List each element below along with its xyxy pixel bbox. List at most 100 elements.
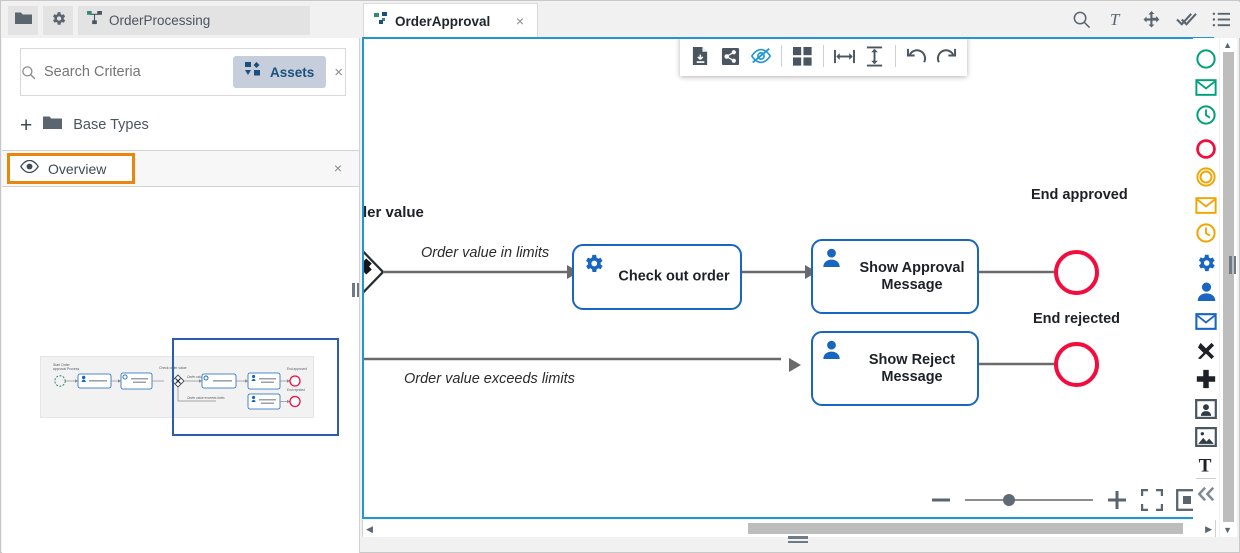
search-input[interactable] (36, 63, 233, 81)
task-show-reject-message[interactable]: Show Reject Message (811, 331, 979, 406)
overview-label: Overview (48, 160, 107, 177)
assets-filter-chip[interactable]: Assets (233, 56, 327, 88)
palette-intermediate-message-event-icon[interactable] (1193, 192, 1219, 218)
project-tab-orderprocessing[interactable]: OrderProcessing (78, 6, 310, 35)
user-task-icon (821, 247, 842, 273)
palette-parallel-gateway-icon[interactable] (1193, 366, 1219, 392)
flow-label-lower: Order value exceeds limits (404, 371, 575, 387)
svg-text:approval Process: approval Process (53, 367, 80, 371)
minimap-viewport-rect[interactable] (172, 338, 339, 436)
panel-splitter-handle[interactable] (351, 282, 360, 297)
top-toolbar: OrderProcessing OrderApproval × T (2, 2, 1240, 38)
scroll-down-icon[interactable]: ▼ (1223, 525, 1232, 535)
toolbar-divider-2 (823, 45, 824, 67)
undo-icon[interactable] (903, 42, 930, 70)
folder-icon (14, 11, 32, 30)
sidebar-item-overview[interactable]: Overview (7, 153, 135, 184)
palette-intermediate-event-icon[interactable] (1193, 164, 1219, 190)
user-task-icon (821, 339, 842, 365)
palette-send-task-icon[interactable] (1193, 308, 1219, 334)
horizontal-scrollbar[interactable]: ◀ ▶ (362, 520, 1216, 537)
flow-label-upper: Order value in limits (421, 245, 550, 261)
scroll-right-icon[interactable]: ▶ (1205, 524, 1212, 534)
svg-text:Start Order: Start Order (53, 363, 71, 367)
lane-label: ler value (363, 204, 424, 221)
vertical-scrollbar[interactable]: ▲ ▼ (1220, 38, 1237, 537)
redo-icon[interactable] (933, 42, 960, 70)
list-icon[interactable] (1210, 6, 1232, 32)
task-show-approval-message[interactable]: Show Approval Message (811, 239, 979, 314)
text-format-icon[interactable]: T (1105, 6, 1127, 32)
document-tab-label: OrderApproval (395, 13, 491, 29)
palette-start-timer-event-icon[interactable] (1193, 102, 1219, 128)
overview-header: Overview × (2, 151, 359, 186)
add-icon[interactable]: + (20, 113, 33, 137)
svg-text:End rejected: End rejected (287, 388, 305, 392)
zoom-slider-knob[interactable] (1003, 494, 1015, 506)
palette-service-task-icon[interactable] (1193, 250, 1219, 276)
end-event-rejected[interactable] (1054, 342, 1099, 387)
service-task-gear-icon (582, 252, 605, 280)
palette-start-event-icon[interactable] (1193, 46, 1219, 72)
vertical-splitter-grip[interactable] (1229, 256, 1237, 274)
hide-eye-icon[interactable] (747, 42, 774, 70)
horizontal-scroll-thumb[interactable] (748, 523, 1183, 534)
document-tab-orderapproval[interactable]: OrderApproval × (363, 3, 538, 38)
projects-button[interactable] (8, 6, 38, 35)
search-icon[interactable] (1070, 6, 1092, 32)
overview-minimap[interactable]: Start Order approval Process (2, 187, 359, 552)
palette-end-event-icon[interactable] (1193, 136, 1219, 162)
canvas-floating-toolbar (680, 39, 967, 76)
align-vertical-icon[interactable] (861, 42, 888, 70)
palette-collapse-icon[interactable] (1193, 481, 1219, 507)
export-file-icon[interactable] (687, 42, 714, 70)
palette-pool-icon[interactable] (1193, 396, 1219, 422)
scroll-left-icon[interactable]: ◀ (366, 524, 373, 534)
search-icon (21, 65, 36, 80)
gear-icon (50, 10, 67, 32)
end-event-approved[interactable] (1054, 250, 1099, 295)
zoom-in-button[interactable] (1106, 489, 1128, 511)
palette-exclusive-gateway-icon[interactable] (1193, 338, 1219, 364)
svg-text:End approved: End approved (287, 367, 307, 371)
fit-screen-icon[interactable] (1141, 489, 1163, 511)
share-icon[interactable] (717, 42, 744, 70)
bottom-splitter-grip[interactable] (788, 536, 808, 544)
diagram-canvas-container: ler value Order value in limits Order va… (362, 37, 1214, 519)
base-types-row[interactable]: + Base Types (20, 104, 346, 146)
double-check-icon[interactable] (1175, 6, 1197, 32)
exclusive-gateway (364, 250, 385, 294)
zoom-slider[interactable] (965, 492, 1093, 508)
sidebar-divider (2, 150, 359, 151)
search-bar: Assets × (20, 48, 346, 96)
palette-image-icon[interactable] (1193, 424, 1219, 450)
element-palette: T (1193, 38, 1219, 537)
close-icon[interactable]: × (515, 13, 524, 29)
vertical-scroll-thumb[interactable] (1223, 52, 1234, 522)
svg-text:Order value exceeds limits: Order value exceeds limits (187, 396, 225, 400)
top-right-toolbar: T (1070, 6, 1232, 32)
assets-icon (245, 61, 263, 83)
task-label: Show Approval Message (859, 259, 965, 293)
scroll-up-icon[interactable]: ▲ (1223, 40, 1232, 50)
task-check-out-order[interactable]: Check out order (572, 244, 742, 310)
zoom-out-button[interactable] (930, 490, 952, 510)
palette-start-message-event-icon[interactable] (1193, 74, 1219, 100)
eye-icon (20, 159, 39, 178)
minimap-diagram-thumbnail: Start Order approval Process (40, 356, 314, 418)
task-label: Show Reject Message (868, 351, 956, 385)
toolbar-divider-3 (895, 45, 896, 67)
diagram-canvas[interactable]: ler value Order value in limits Order va… (364, 39, 1212, 517)
canvas-zoom-controls (930, 489, 1198, 511)
palette-intermediate-timer-event-icon[interactable] (1193, 220, 1219, 246)
move-icon[interactable] (1140, 6, 1162, 32)
settings-button[interactable] (43, 6, 73, 35)
clear-search-icon[interactable]: × (334, 63, 344, 81)
grid-layout-icon[interactable] (789, 42, 816, 70)
project-tab-label: OrderProcessing (109, 13, 211, 28)
palette-text-annotation-icon[interactable]: T (1193, 452, 1219, 478)
close-overview-icon[interactable]: × (333, 160, 342, 176)
palette-user-task-icon[interactable] (1193, 278, 1219, 304)
align-horizontal-icon[interactable] (831, 42, 858, 70)
